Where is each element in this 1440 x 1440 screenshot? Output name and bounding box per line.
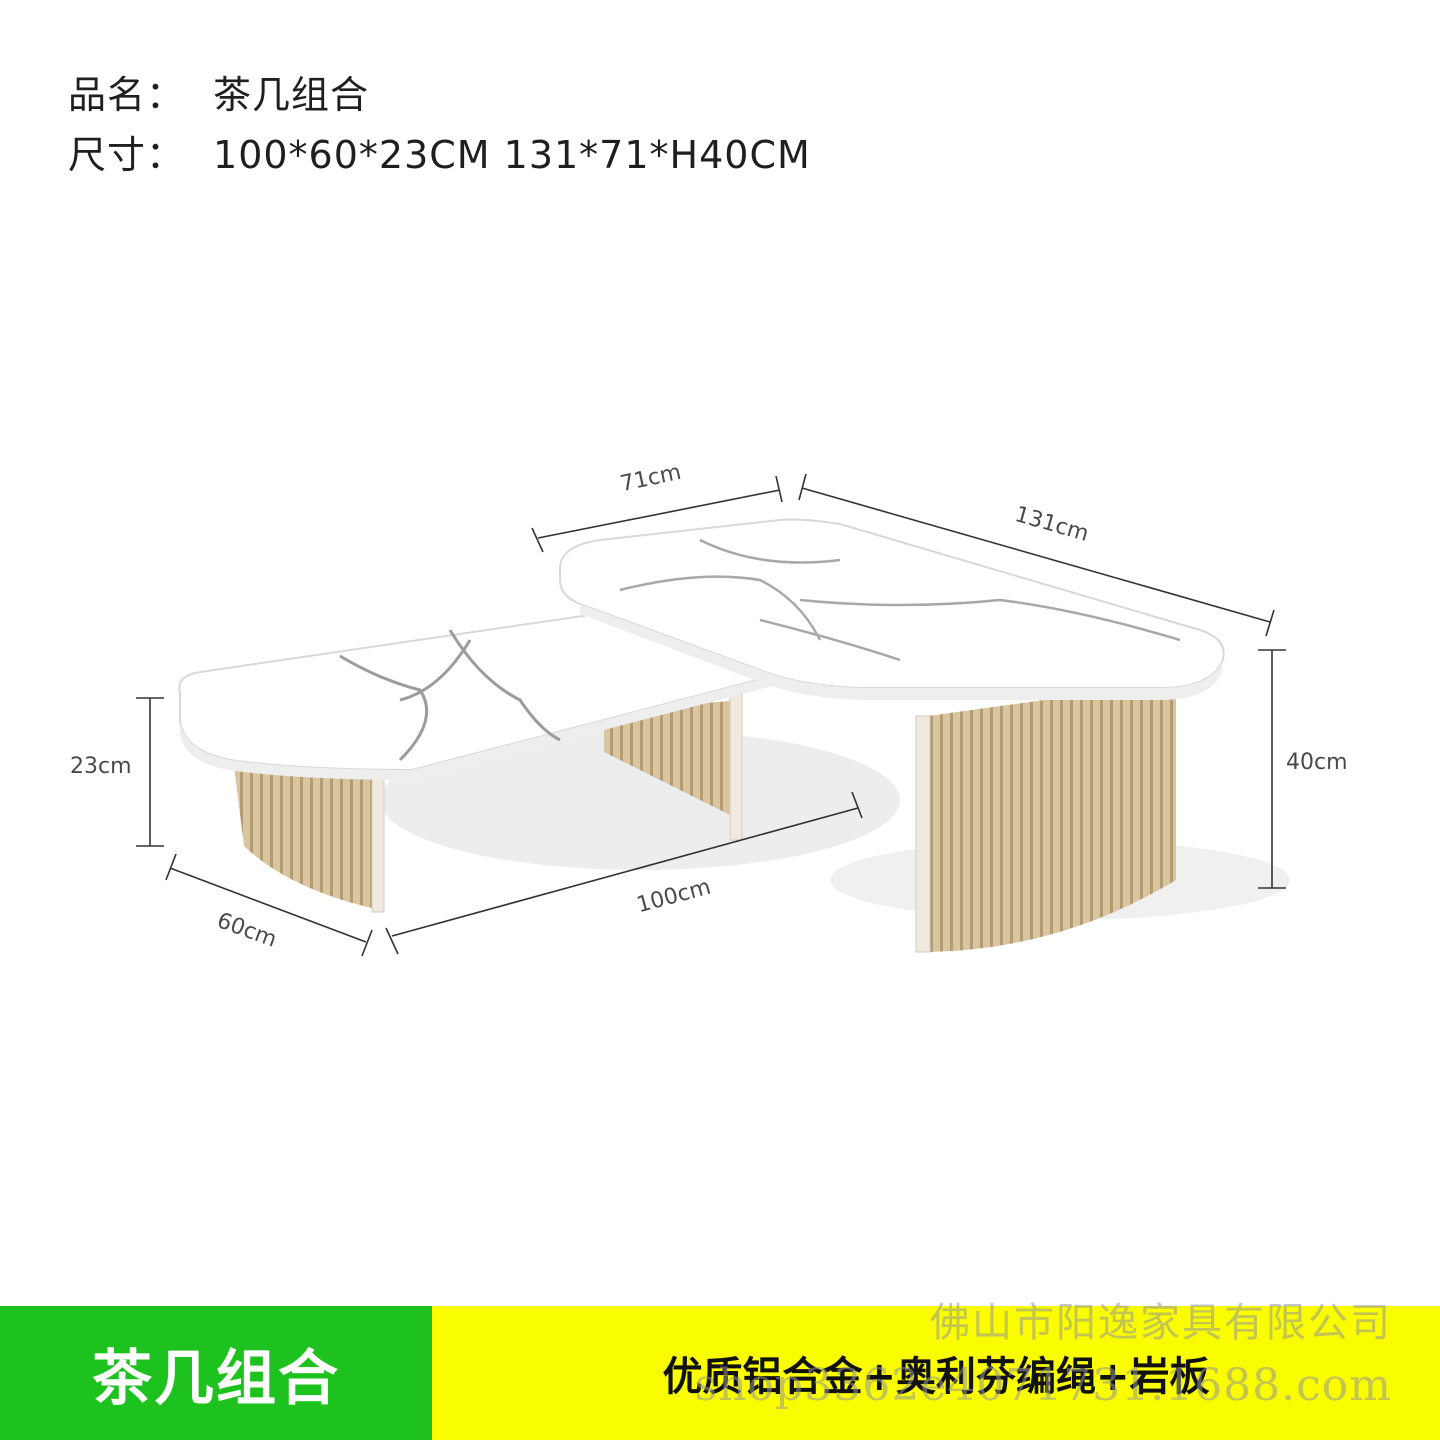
product-size-line: 尺寸： 100*60*23CM 131*71*H40CM <box>68 124 811 179</box>
small-table-base-front <box>234 766 380 910</box>
large-table-base <box>928 682 1176 952</box>
large-table-leg <box>915 715 931 953</box>
product-size-label: 尺寸： <box>68 133 186 177</box>
product-name-value: 茶几组合 <box>213 73 370 117</box>
small-table-leg <box>371 769 385 913</box>
bottom-banner: 茶几组合 优质铝合金+奥利芬编绳+岩板 <box>0 1306 1440 1440</box>
shadow-small <box>380 730 900 870</box>
dimension-small-height: 23cm <box>70 754 132 779</box>
product-size-value: 100*60*23CM 131*71*H40CM <box>213 133 811 177</box>
small-table-leg-back <box>729 689 743 841</box>
banner-title: 茶几组合 <box>92 1344 340 1414</box>
dimension-large-height: 40cm <box>1286 750 1348 775</box>
banner-subtitle: 优质铝合金+奥利芬编绳+岩板 <box>662 1354 1210 1400</box>
product-name-line: 品名： 茶几组合 <box>68 64 369 119</box>
dimension-lines <box>136 473 1286 957</box>
small-table-marble-veins <box>339 629 561 762</box>
small-table-base-back <box>604 700 740 820</box>
banner-right-panel: 优质铝合金+奥利芬编绳+岩板 <box>432 1306 1440 1440</box>
product-name-label: 品名： <box>68 73 186 117</box>
small-table-top <box>178 610 792 772</box>
large-table-top-edge <box>580 604 1222 700</box>
small-table-top-edge <box>180 672 788 780</box>
banner-left-panel: 茶几组合 <box>0 1306 432 1440</box>
large-table-marble-veins <box>619 538 1181 662</box>
